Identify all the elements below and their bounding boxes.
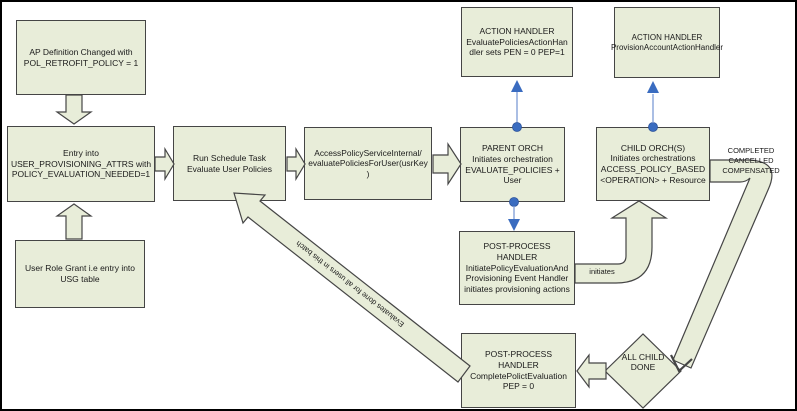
- blue-arrowhead-up-icon: [647, 81, 659, 93]
- box-post-process-complete: POST-PROCESS HANDLER CompletePolictEvalu…: [461, 333, 576, 408]
- block-arrow-right-access-to-parent-icon: [432, 141, 462, 187]
- box-action-handler-provision-account: ACTION HANDLER ProvisionAccountActionHan…: [611, 7, 723, 78]
- label-initiates: initiates: [589, 267, 615, 276]
- box-post-process-initiate: POST-PROCESS HANDLER InitiatePolicyEvalu…: [459, 231, 575, 305]
- box-ap-definition: AP Definition Changed with POL_RETROFIT_…: [16, 20, 146, 95]
- block-arrow-right-run-to-access-icon: [286, 146, 306, 182]
- blue-connector-parent-to-postprocess: [508, 197, 520, 231]
- box-child-orch: CHILD ORCH(S) Initiates orchestrations A…: [596, 127, 710, 201]
- block-arrow-left-diamond-to-postprocess-icon: [576, 353, 607, 389]
- label-evaluates-note: Evaluates done for all users in this bat…: [294, 238, 406, 330]
- block-arrow-right-entry-to-run-icon: [154, 146, 175, 182]
- label-completed-states: COMPLETED CANCELLED COMPENSATED: [722, 146, 780, 175]
- block-arrow-up-icon: [55, 203, 93, 240]
- blue-connector-parent-to-action1: [511, 80, 523, 132]
- box-access-policy-service: AccessPolicyServiceInternal/ evaluatePol…: [304, 127, 432, 200]
- box-entry-user-provisioning-attrs: Entry into USER_PROVISIONING_ATTRS with …: [7, 126, 155, 202]
- box-action-handler-evaluate-policies: ACTION HANDLER EvaluatePoliciesActionHan…: [461, 7, 573, 77]
- diamond-all-child-done-label: ALL CHILD DONE: [621, 352, 665, 372]
- blue-arrowhead-up-icon: [511, 80, 523, 92]
- blue-connector-child-to-action2: [647, 81, 659, 132]
- block-arrow-down-icon: [55, 94, 93, 125]
- box-parent-orch: PARENT ORCH Initiates orchestration EVAL…: [460, 127, 565, 202]
- box-run-schedule-task: Run Schedule Task Evaluate User Policies: [173, 126, 286, 201]
- blue-arrowhead-down-icon: [508, 219, 520, 231]
- box-user-role-grant: User Role Grant i.e entry into USG table: [15, 240, 145, 308]
